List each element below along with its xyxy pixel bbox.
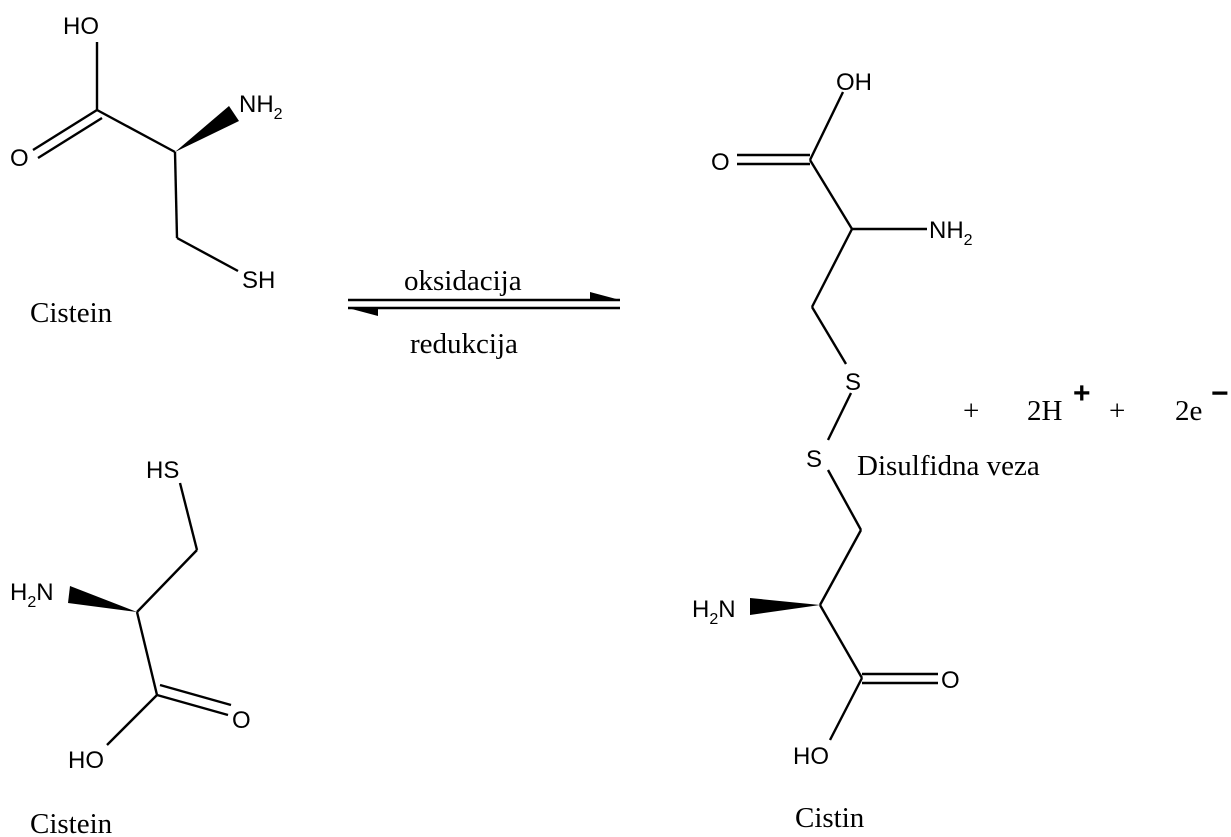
cysteine-bottom-structure: HS H2N O HO: [10, 457, 251, 774]
atom-hydroxyl: HO: [63, 13, 99, 40]
bond-c-o-double-b: [37, 116, 103, 160]
caption-cystine: Cistin: [795, 802, 865, 834]
equilibrium-arrows: [348, 292, 620, 316]
cysteine-top-structure: HO O NH2 SH: [10, 13, 283, 294]
cystine-structure: OH O NH2 S S H2N O HO: [692, 69, 973, 770]
bond-calpha-cbeta-top: [810, 228, 854, 308]
plus-sign-2: +: [1109, 395, 1125, 427]
atom-amine-bottom: H2N: [692, 596, 736, 628]
caption-cysteine-top: Cistein: [30, 297, 113, 329]
bond-c-calpha-top: [808, 159, 854, 230]
atom-carbonyl-oxygen: O: [10, 145, 29, 172]
bond-cbeta-s: [176, 236, 239, 273]
atom-hydroxyl-bottom: HO: [793, 743, 829, 770]
electron-charge: −: [1211, 377, 1229, 410]
atom-carbonyl-oxygen-top: O: [711, 149, 730, 176]
electrons-term: 2e: [1175, 395, 1202, 427]
atom-hydroxyl-top: OH: [836, 69, 872, 96]
atom-hydroxyl: HO: [68, 747, 104, 774]
bond-c-calpha: [96, 108, 176, 154]
wedge-bond-h2n-bottom: [750, 598, 820, 615]
bond-c-o-double-a: [32, 108, 98, 152]
atom-carbonyl-oxygen: O: [232, 707, 251, 734]
bond-c-o-double-a: [156, 693, 229, 717]
caption-cysteine-bottom: Cistein: [30, 808, 113, 837]
bond-c-oh-top: [808, 91, 845, 161]
atom-carbonyl-oxygen-bottom: O: [941, 667, 960, 694]
wedge-bond-h2n: [68, 586, 137, 612]
bond-s-cbeta: [178, 482, 199, 551]
bond-calpha-c: [135, 611, 159, 696]
atom-sulfur-1: S: [845, 369, 861, 396]
bond-c-oh-bottom: [828, 677, 864, 741]
proton-charge: +: [1073, 377, 1091, 410]
atom-amine: H2N: [10, 579, 54, 611]
atom-sulfur-2: S: [806, 446, 822, 473]
forward-arrowhead: [590, 292, 620, 300]
bond-cbeta-calpha-bottom: [818, 529, 863, 606]
bond-c-oh: [106, 694, 158, 746]
disulfide-bond: [826, 392, 853, 441]
reverse-arrowhead: [348, 308, 378, 316]
bond-c-o-double-b: [159, 683, 232, 707]
label-oxidation: oksidacija: [404, 265, 522, 297]
bond-cbeta-s-top: [810, 306, 848, 365]
bond-calpha-c-bottom: [818, 604, 864, 679]
atom-thiol: HS: [146, 457, 179, 484]
bond-calpha-cbeta: [173, 151, 179, 239]
label-disulfide-bond: Disulfidna veza: [857, 450, 1040, 482]
reaction-byproducts: + 2H + + 2e −: [963, 377, 1229, 427]
atom-amine: NH2: [239, 91, 283, 123]
bond-s-cbeta-bottom: [826, 469, 863, 531]
label-reduction: redukcija: [410, 328, 518, 360]
plus-sign-1: +: [963, 395, 979, 427]
protons-term: 2H: [1027, 395, 1063, 427]
wedge-bond-nh2: [175, 106, 239, 152]
bond-cbeta-calpha: [136, 549, 198, 613]
atom-amine-top: NH2: [929, 217, 973, 249]
atom-thiol: SH: [242, 267, 275, 294]
